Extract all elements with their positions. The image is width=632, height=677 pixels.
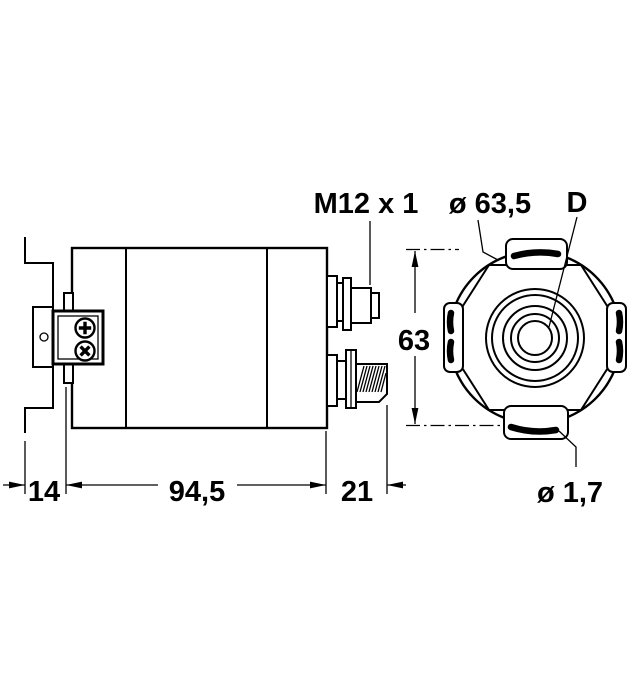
connector-barrel (350, 287, 372, 324)
dim-21-label: 21 (341, 476, 373, 508)
thread-hatch (356, 365, 387, 393)
arrowhead-left-icon (387, 481, 403, 489)
stator-claw-top (63, 292, 74, 313)
encoder-housing (70, 246, 329, 430)
phillips-cross-icon (78, 321, 92, 335)
phillips-cross-rotated-icon (79, 345, 91, 357)
leader-flange-diameter (477, 219, 499, 261)
dimensions: 14 94,5 21 63 M12 x 1 ø 63,5 D ø 1,7 (3, 187, 603, 509)
connector-collar (326, 354, 338, 407)
clamp-slot-right-lower (615, 338, 624, 364)
arrowhead-right-icon (310, 481, 326, 489)
shaft-circle (517, 320, 553, 356)
side-view (24, 237, 388, 433)
boss-circle-outer (485, 288, 585, 388)
connector-tip (370, 292, 380, 319)
dim-63-label: 63 (398, 325, 430, 357)
connector-male-m12 (326, 349, 388, 409)
front-view (443, 238, 627, 440)
boss-circle-2 (491, 294, 579, 382)
dim-14-label: 14 (28, 476, 60, 508)
label-connector-thread: M12 x 1 (314, 188, 419, 220)
clamp-slot-left-upper (446, 309, 455, 335)
connector-collar (326, 275, 338, 328)
leader-shaft-ref (548, 216, 578, 328)
connector-nut (342, 277, 352, 331)
arrowhead-right-icon (9, 481, 25, 489)
arrowhead-down-icon (411, 408, 419, 424)
stator-claw-bottom (63, 363, 74, 384)
clamp-slot-top (510, 249, 562, 260)
leader-slot-diameter (558, 430, 577, 467)
arrowhead-up-icon (411, 251, 419, 267)
label-shaft-ref: D (567, 187, 588, 219)
connector-female-m12 (326, 275, 380, 331)
clamp-slot-bottom (507, 423, 560, 435)
boss-circle-4 (510, 313, 560, 363)
label-flange-diameter: ø 63,5 (449, 188, 531, 220)
adapter-plate-hole (39, 332, 49, 342)
clamp-slot-right-upper (615, 309, 624, 335)
label-slot-diameter: ø 1,7 (537, 477, 603, 509)
connector-neck (336, 360, 347, 400)
flange-circle (447, 250, 623, 425)
boss-circle-3 (502, 305, 568, 371)
arrowhead-left-icon (66, 481, 82, 489)
dim-94-5-label: 94,5 (169, 476, 225, 508)
clamp-slot-left-lower (446, 338, 455, 364)
